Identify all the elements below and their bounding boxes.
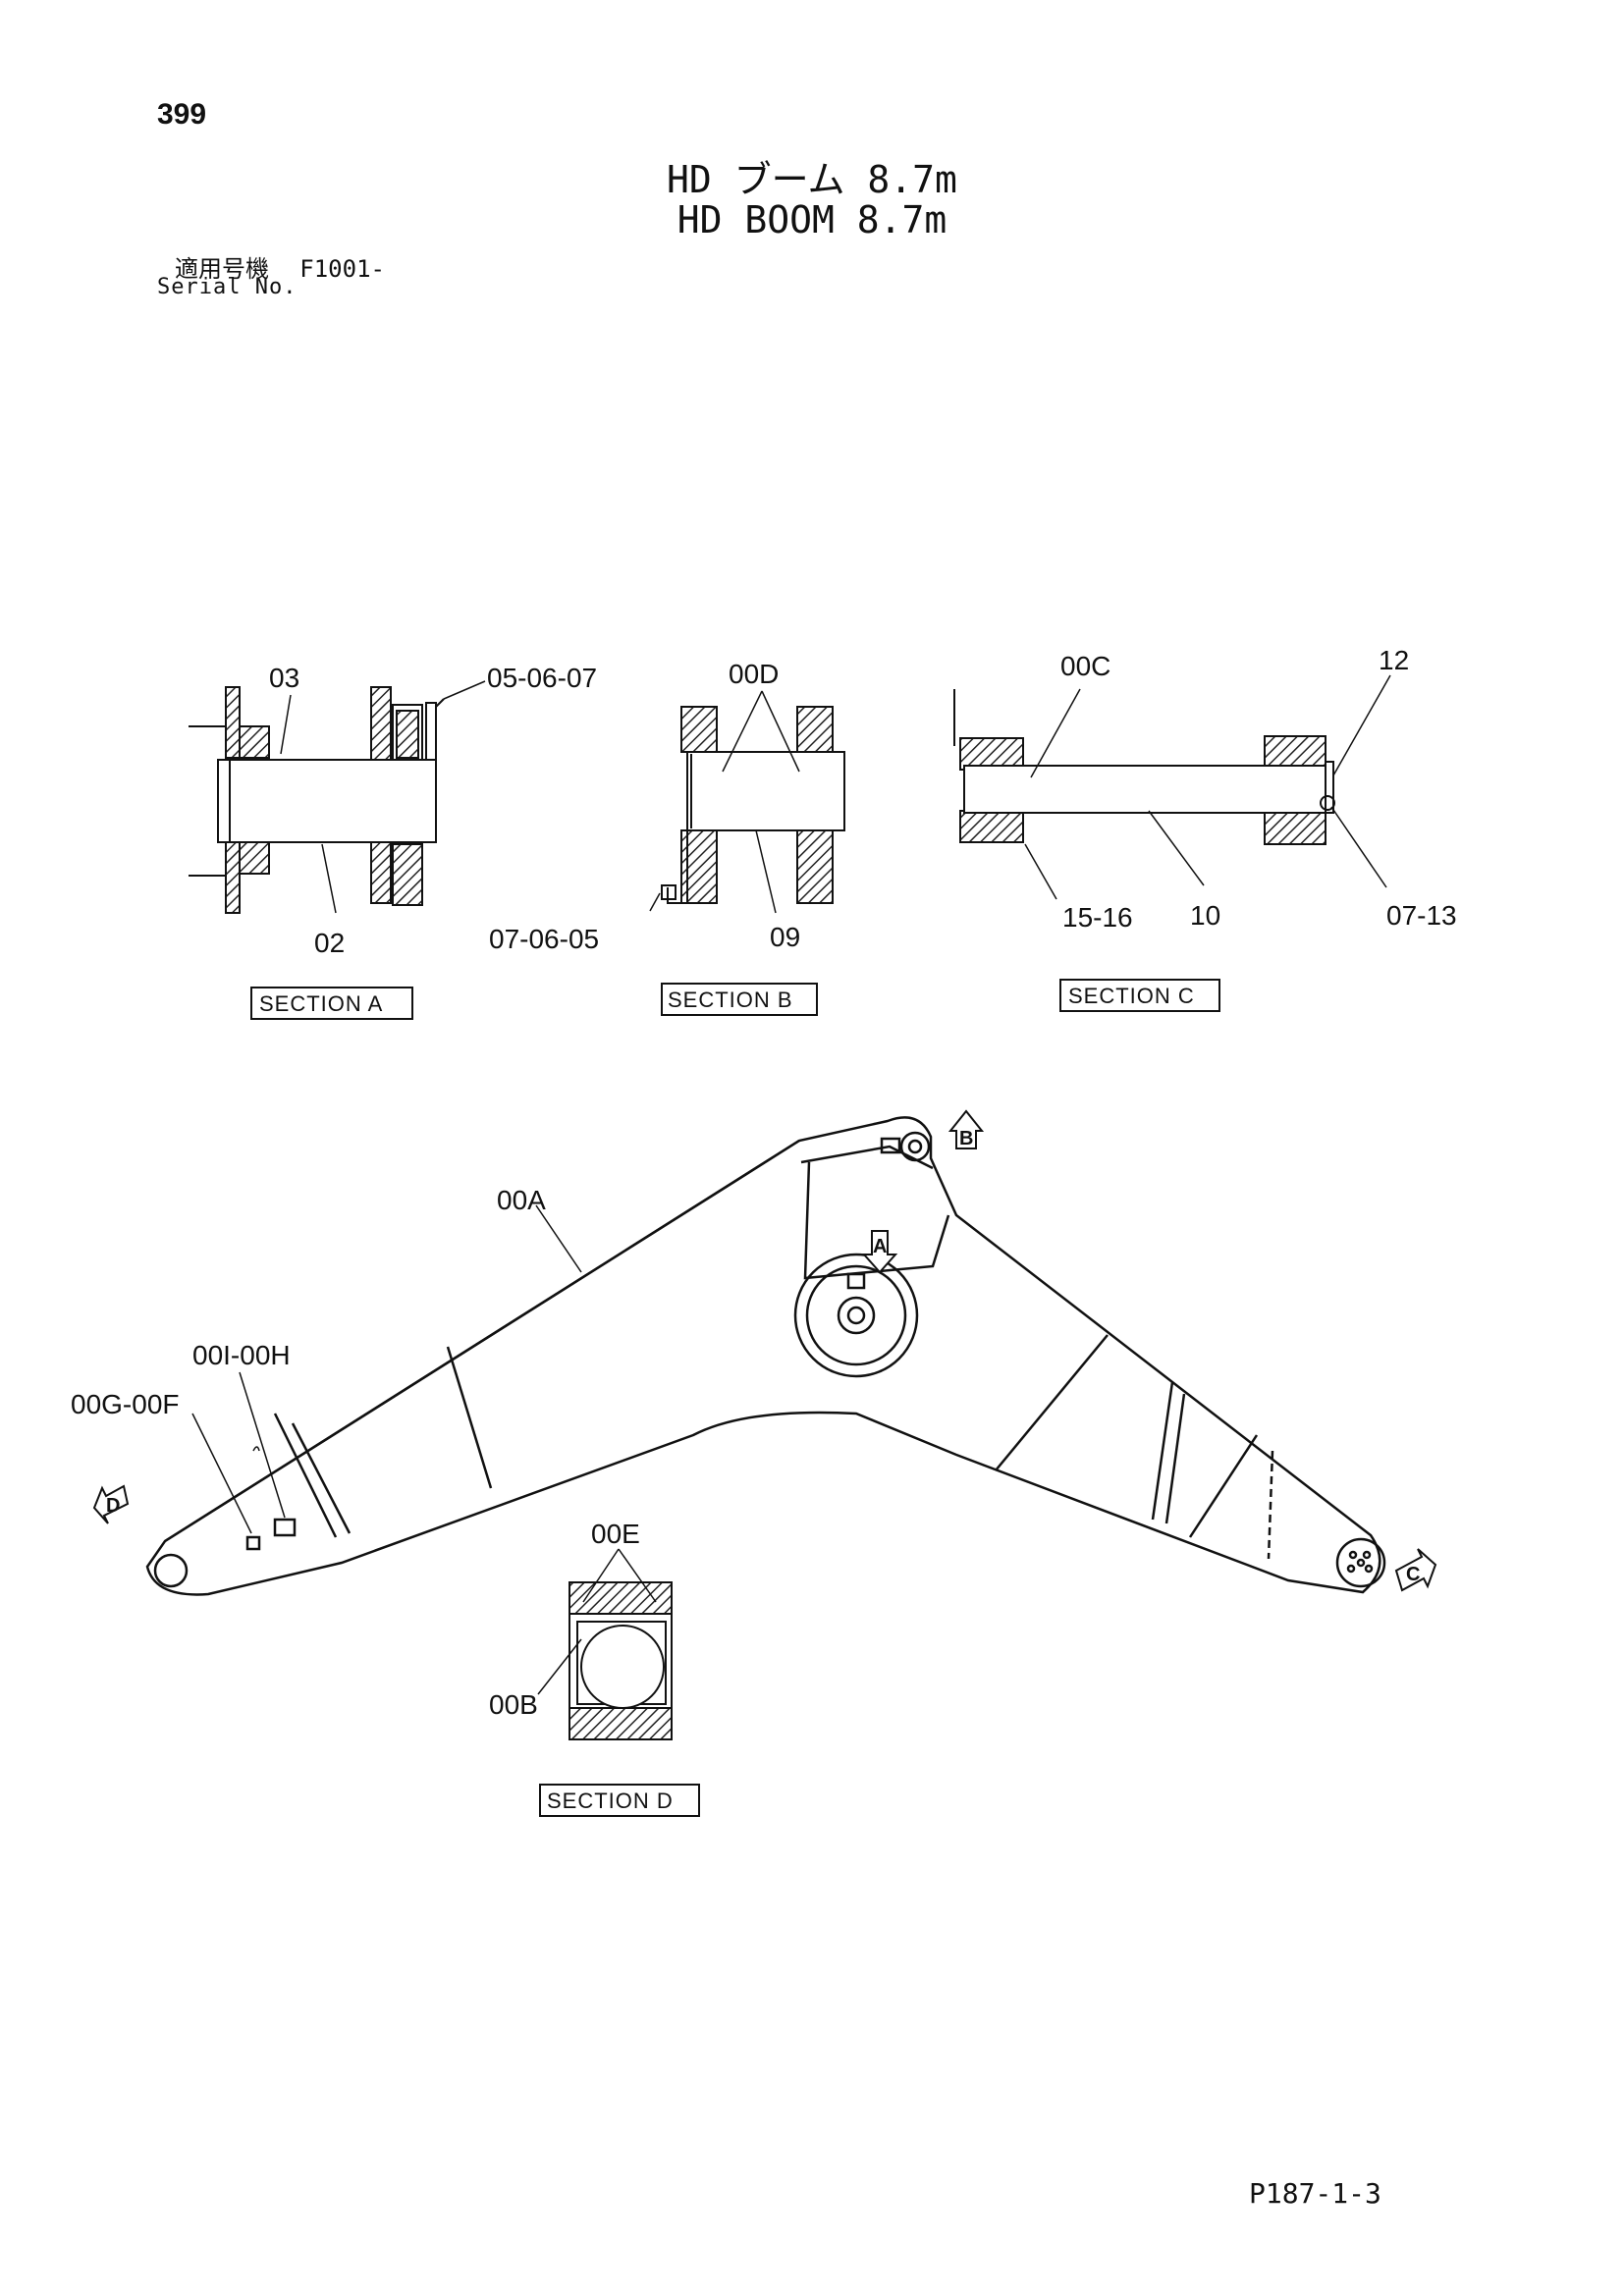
callout-07-13: 07-13	[1386, 900, 1457, 931]
svg-text:D: D	[106, 1495, 120, 1517]
section-d-callouts: 00E 00B	[489, 1519, 657, 1720]
page-number: 399	[157, 98, 207, 131]
callout-00d: 00D	[729, 659, 779, 689]
callout-00i-00h: 00I-00H	[192, 1340, 291, 1370]
boom-outline	[145, 1116, 1386, 1596]
section-b-caption: SECTION B	[668, 988, 793, 1012]
svg-text:C: C	[1406, 1564, 1420, 1585]
view-marker-c: C	[1394, 1548, 1437, 1592]
section-b-callouts: 00D 07-06-05 09	[489, 659, 800, 954]
callout-00g-00f: 00G-00F	[71, 1389, 180, 1419]
callout-00b: 00B	[489, 1689, 538, 1720]
section-d-caption: SECTION D	[547, 1789, 674, 1813]
section-a-caption: SECTION A	[259, 991, 383, 1016]
serial-value: F1001-	[299, 255, 385, 283]
view-marker-d: D	[92, 1484, 130, 1524]
callout-09: 09	[770, 922, 800, 952]
boom-callouts: 00A 00I-00H 00G-00F	[71, 1185, 582, 1534]
section-a-caption-box	[250, 987, 413, 1020]
callout-10: 10	[1190, 900, 1220, 931]
callout-07-06-05: 07-06-05	[489, 924, 599, 954]
section-c-drawing	[953, 689, 1335, 845]
title-japanese: HD ブーム 8.7m	[667, 158, 957, 201]
section-c-callouts: 00C 12 15-16 10 07-13	[1024, 645, 1457, 933]
section-d-caption-box	[539, 1784, 700, 1817]
serial-label-english: Serial No.	[157, 275, 298, 299]
svg-text:A: A	[873, 1236, 887, 1257]
section-b-drawing	[661, 706, 845, 904]
callout-00e: 00E	[591, 1519, 640, 1549]
callout-05-06-07: 05-06-07	[487, 663, 597, 693]
section-a-drawing	[189, 686, 445, 914]
callout-03: 03	[269, 663, 299, 693]
svg-text:B: B	[959, 1128, 973, 1149]
callout-00c: 00C	[1060, 651, 1110, 681]
view-marker-b: B	[947, 1109, 985, 1149]
section-d-drawing	[568, 1581, 673, 1740]
callout-15-16: 15-16	[1062, 902, 1133, 933]
callout-12: 12	[1379, 645, 1409, 675]
page-code: P187-1-3	[1249, 2177, 1381, 2210]
section-a-callouts: 03 05-06-07 02	[269, 663, 597, 958]
section-c-caption: SECTION C	[1068, 984, 1195, 1008]
serial-label-japanese: 適用号機	[175, 255, 269, 283]
callout-02: 02	[314, 928, 345, 958]
section-c-caption-box	[1059, 979, 1220, 1012]
view-marker-a: A	[861, 1230, 898, 1274]
title-english: HD BOOM 8.7m	[677, 198, 947, 241]
callout-00a: 00A	[497, 1185, 546, 1215]
section-b-caption-box	[661, 983, 818, 1016]
serial-row: 適用号機 F1001-	[175, 249, 385, 284]
